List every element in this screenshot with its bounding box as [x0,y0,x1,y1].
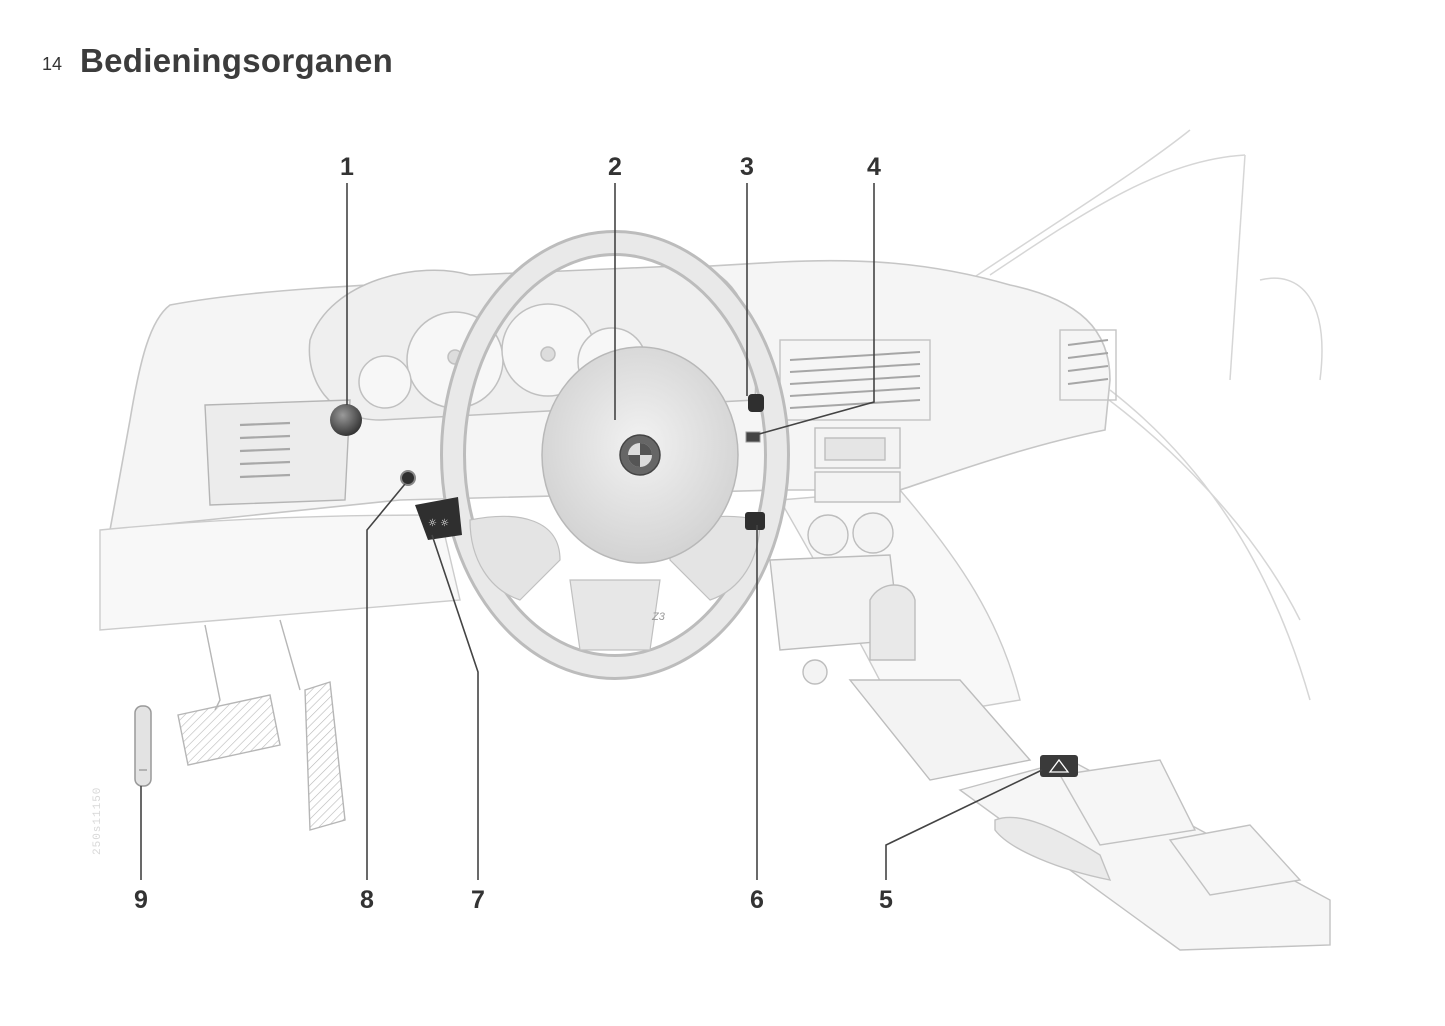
page-number: 14 [42,54,63,74]
leader-8 [366,483,406,880]
pedals [177,619,346,831]
hazard-switch [1040,755,1078,777]
leader-lines [140,183,1043,880]
bonnet-release-handle [134,705,152,787]
leader-4 [751,183,875,437]
small-button [400,470,416,486]
page-title: Bedieningsorganen [80,42,394,79]
right-air-vent [1059,329,1117,401]
callout-9: 9 [134,886,148,914]
light-stalk [415,497,462,540]
callout-7: 7 [471,886,485,914]
center-console [769,427,1032,781]
wiper-stalk [745,512,765,530]
callout-3: 3 [740,153,754,181]
svg-text:Z3: Z3 [651,611,666,623]
callout-5: 5 [879,886,893,914]
light-switch-knob [330,404,362,436]
svg-text:☼ ☼: ☼ ☼ [428,518,449,529]
callout-6: 6 [750,886,764,914]
handbrake-area [958,759,1331,951]
cruise-lever-top [748,394,764,412]
leader-7 [431,534,479,880]
figure-code: 250s11150 [92,786,104,855]
center-air-vents [779,339,931,421]
callout-4: 4 [867,153,881,181]
controls: ☼ ☼ [134,394,1078,787]
leader-5 [885,769,1043,880]
callout-2: 2 [608,153,622,181]
callout-8: 8 [360,886,374,914]
left-air-vent [204,399,351,506]
callout-1: 1 [340,153,354,181]
cruise-button [745,431,761,443]
